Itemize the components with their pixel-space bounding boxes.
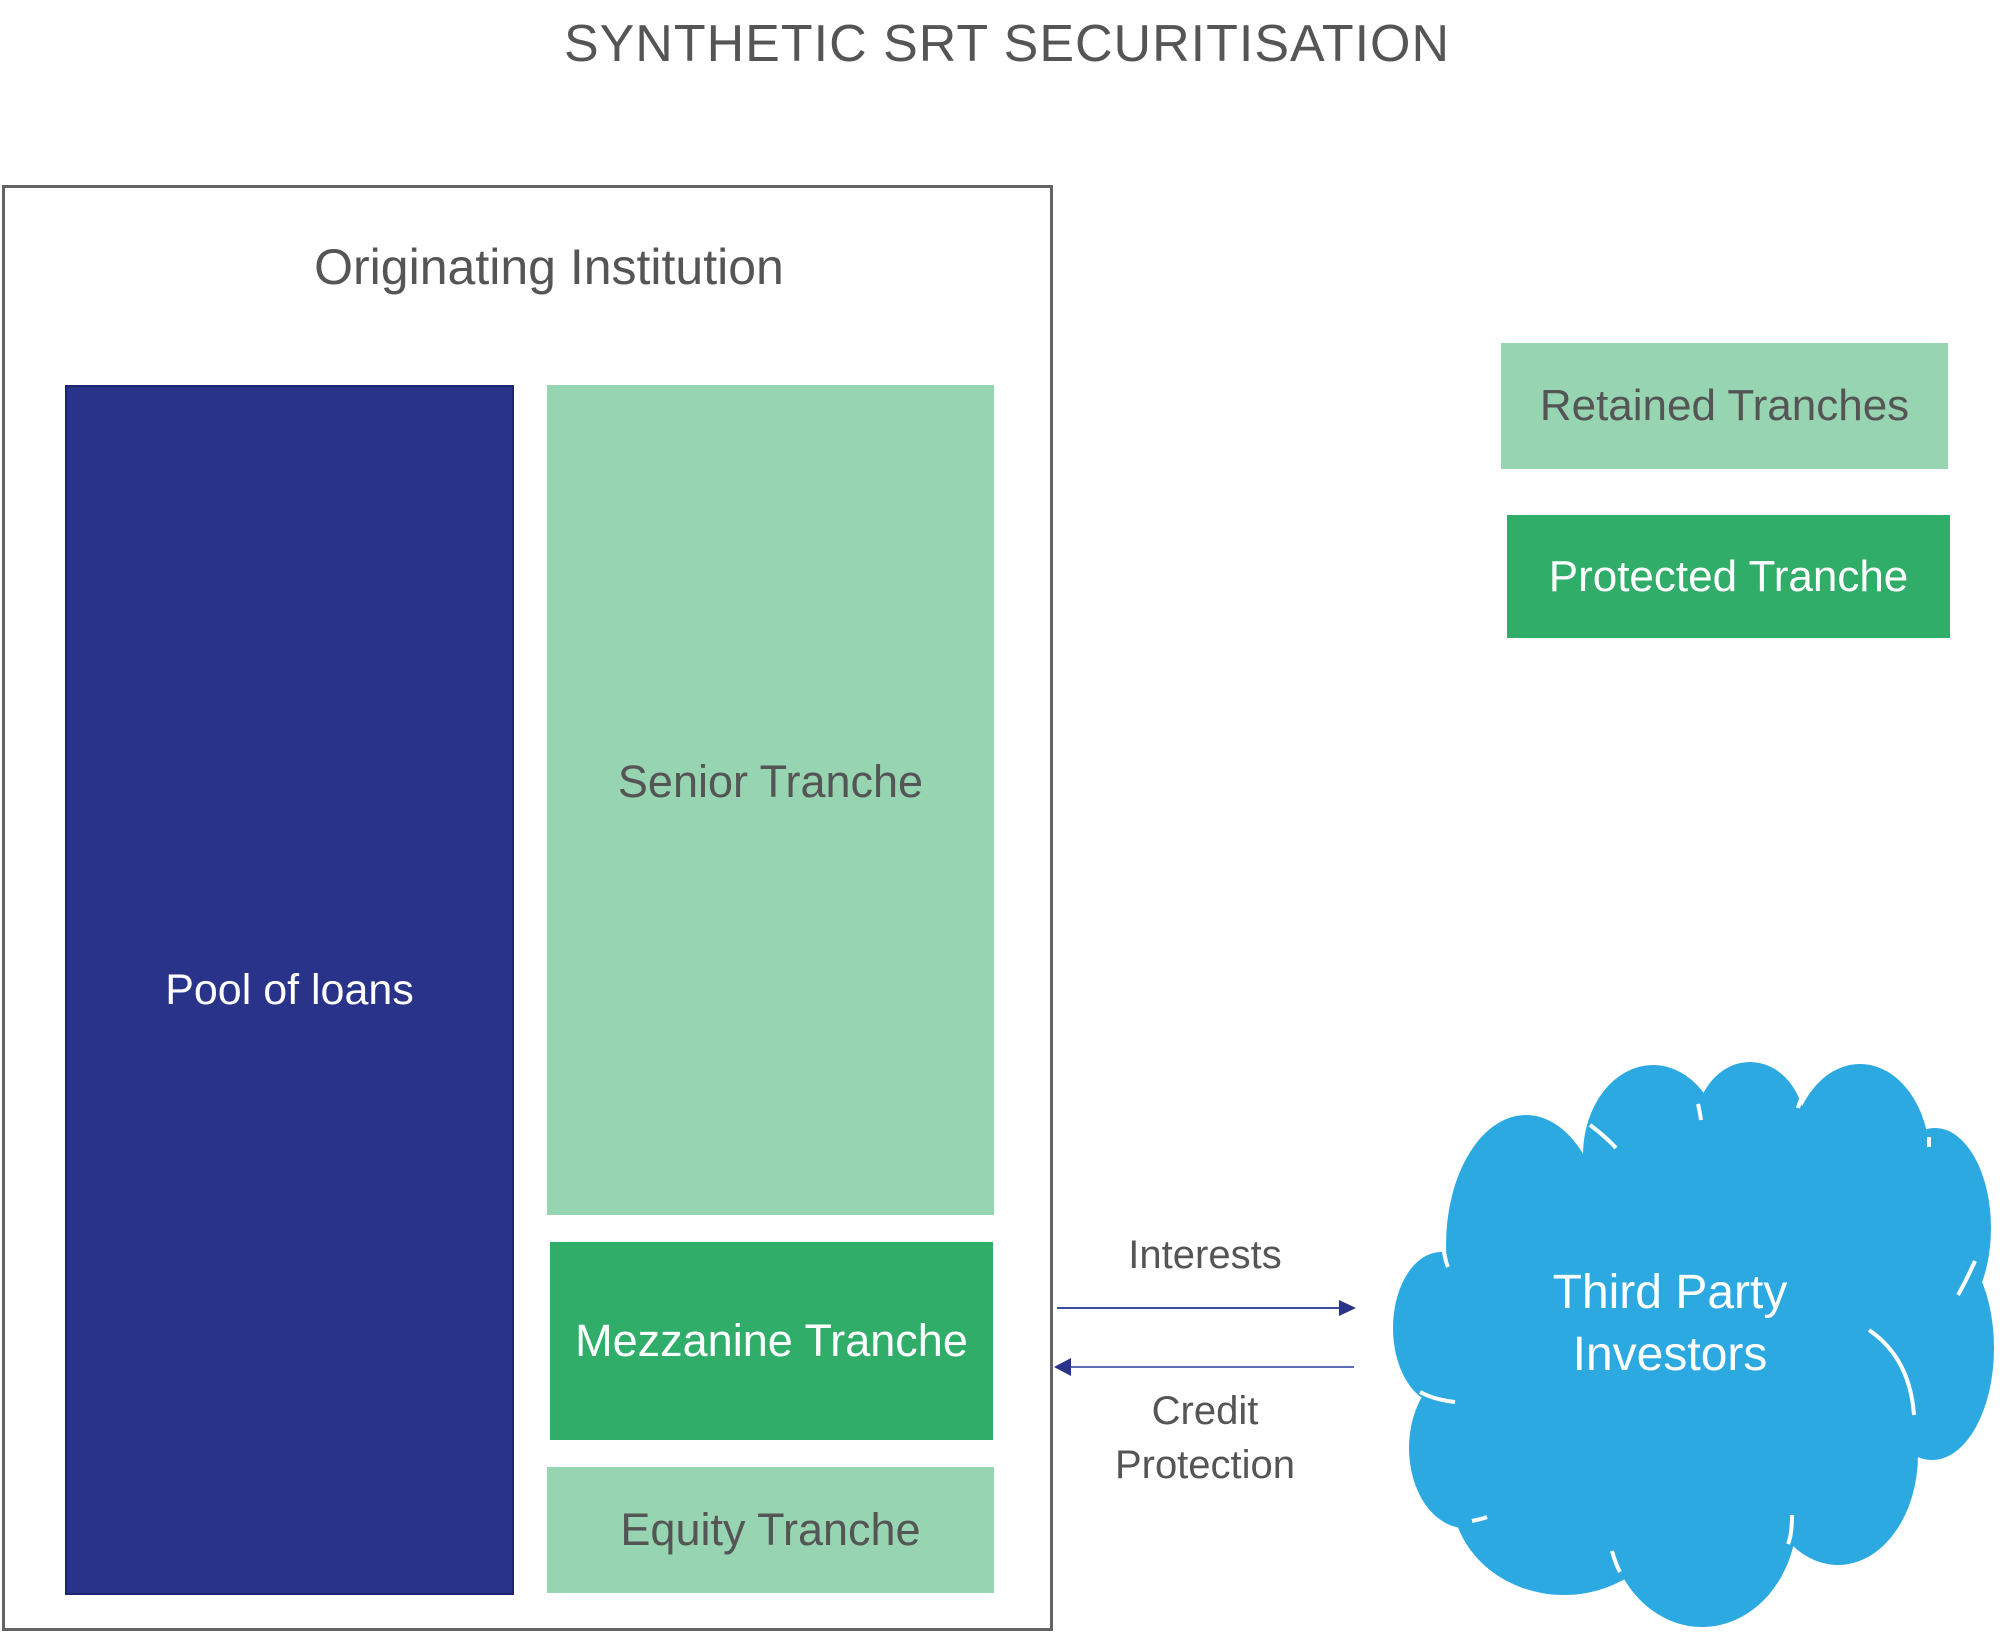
- credit-protection-label-line-2: Protection: [1114, 1443, 1296, 1487]
- legend-protected-tranche: Protected Tranche: [1507, 515, 1950, 638]
- equity-tranche-label: Equity Tranche: [620, 1504, 921, 1555]
- investors-label-line-2: Investors: [1572, 1328, 1768, 1381]
- third-party-investors-label: Third Party Investors: [1480, 1262, 1860, 1386]
- legend-retained-label: Retained Tranches: [1539, 381, 1910, 430]
- credit-protection-arrow: [1054, 1358, 1354, 1376]
- mezzanine-tranche-label: Mezzanine Tranche: [575, 1315, 968, 1366]
- investors-label-line-1: Third Party: [1552, 1266, 1788, 1319]
- diagram-title: SYNTHETIC SRT SECURITISATION: [563, 15, 1451, 73]
- cloud-outline-arcs: [1419, 1090, 1977, 1573]
- senior-tranche-label: Senior Tranche: [617, 756, 924, 807]
- pool-of-loans-block: Pool of loans: [65, 385, 514, 1595]
- interests-arrow: [1057, 1300, 1356, 1316]
- originating-institution-box: [2, 185, 1053, 1631]
- credit-protection-label-line-1: Credit: [1151, 1389, 1259, 1433]
- legend-protected-label: Protected Tranche: [1548, 551, 1909, 601]
- legend-retained-tranches: Retained Tranches: [1501, 343, 1948, 469]
- cloud-icon: [1393, 1062, 1994, 1627]
- mezzanine-tranche-block: Mezzanine Tranche: [550, 1242, 993, 1440]
- interests-label: Interests: [1128, 1233, 1282, 1277]
- equity-tranche-block: Equity Tranche: [547, 1467, 994, 1593]
- originating-institution-label: Originating Institution: [314, 239, 784, 295]
- arrow-right-icon: [1339, 1300, 1356, 1316]
- pool-of-loans-label: Pool of loans: [165, 965, 414, 1014]
- arrow-left-icon: [1054, 1358, 1071, 1376]
- credit-protection-label: Credit Protection: [1080, 1384, 1330, 1492]
- senior-tranche-block: Senior Tranche: [547, 385, 994, 1215]
